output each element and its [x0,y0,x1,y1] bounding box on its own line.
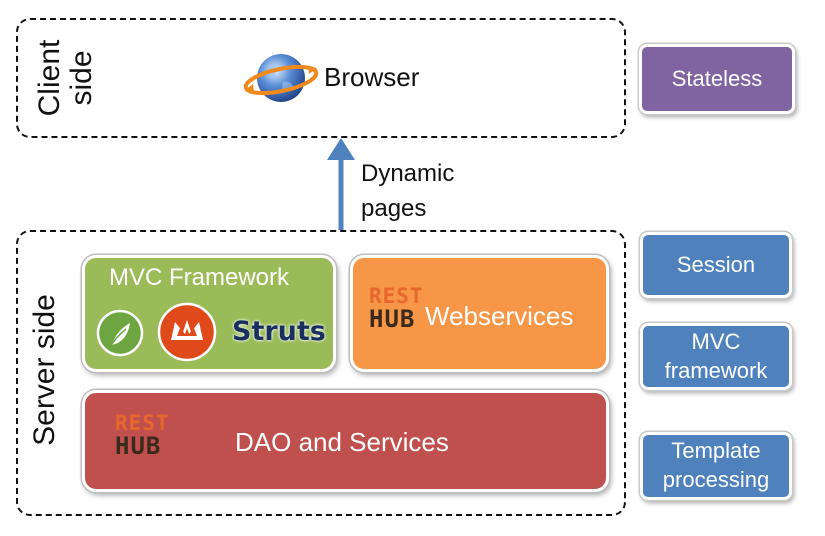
arrow-label-line1: Dynamic [361,160,455,187]
webservices-panel: REST HUB Webservices [350,255,609,372]
crown-logo-icon [157,302,217,362]
client-side-label-2: side [65,33,103,123]
arrow-label: Dynamic pages [361,156,454,226]
mvc-framework-box: MVC framework [640,323,792,390]
mvc-box-line1: MVC [691,328,741,354]
spring-leaf-icon [96,309,144,357]
client-label-line1: Client [33,39,66,117]
resthub-logo-rest: REST [369,284,424,308]
webservices-label: Webservices [425,301,574,331]
server-side-region [16,230,626,516]
stateless-label: Stateless [671,65,763,91]
session-box: Session [640,232,792,298]
client-side-region [16,18,626,138]
mvc-box-line2: framework [664,357,768,383]
resthub-logo-dao: REST HUB [115,411,170,460]
template-processing-box: Template processing [640,432,792,500]
resthub-logo-dao-rest: REST [115,411,170,435]
arrow-label-line2: pages [361,195,427,222]
stateless-box: Stateless [639,44,795,114]
mvc-framework-title: MVC Framework [109,264,290,291]
dao-services-panel: REST HUB DAO and Services [82,390,609,492]
server-side-label: Server side [28,294,61,446]
dao-services-label: DAO and Services [235,427,449,457]
resthub-logo-dao-hub: HUB [115,432,162,460]
mvc-framework-panel: MVC Framework Struts [82,255,336,372]
resthub-logo-hub: HUB [369,305,416,333]
browser-globe-icon [243,54,319,102]
client-label-line2: side [65,50,98,106]
resthub-logo: REST HUB [369,284,424,333]
template-box-line2: processing [662,467,770,492]
browser-label: Browser [324,62,420,92]
up-arrow [327,138,355,230]
template-box-line1: Template [671,438,761,464]
session-label: Session [676,251,756,277]
struts-logo: Struts [232,316,326,347]
